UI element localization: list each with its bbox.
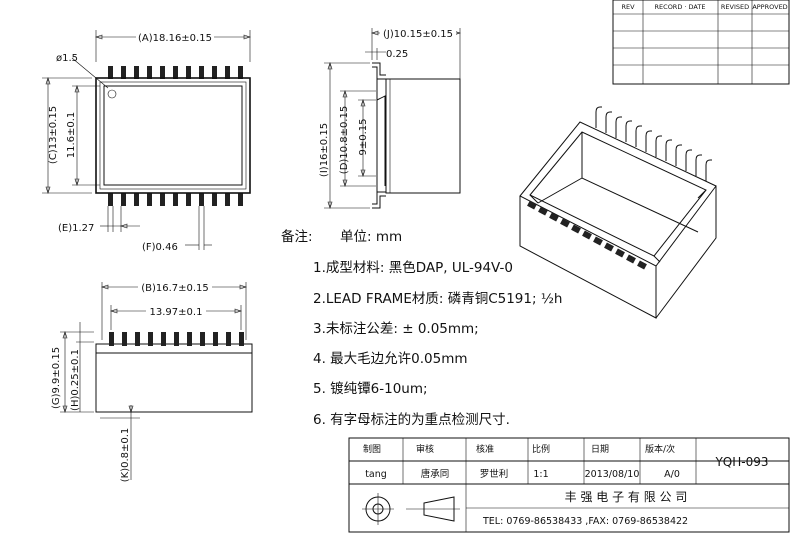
isometric-back-pins — [595, 106, 712, 181]
dim-b-label: (B)16.7±0.15 — [141, 283, 209, 294]
title-block: 制图 审核 核准 比例 日期 版本/次 tang 唐承同 罗世利 1:1 201… — [348, 437, 790, 533]
note-item: 6. 有字母标注的为重点检测尺寸. — [313, 412, 510, 428]
side-view: (J)10.15±0.15 0.25 (I)16±0.15 (D)10.8±0.… — [319, 27, 461, 209]
notes-unit: 单位: mm — [340, 229, 402, 245]
tb-value-approve: 罗世利 — [480, 468, 509, 480]
tb-value-draw: tang — [365, 469, 387, 480]
top-view-bottom-pins — [108, 193, 243, 206]
dim-i-label: (I)16±0.15 — [319, 123, 330, 177]
tb-value-scale: 1:1 — [533, 469, 548, 480]
isometric-front-pins — [527, 200, 647, 270]
tb-value-date: 2013/08/10 — [585, 469, 640, 480]
dim-c-label: (C)13±0.15 — [48, 106, 59, 164]
dim-9-label: 9±0.15 — [358, 118, 369, 155]
dim-a-label: (A)18.16±0.15 — [138, 33, 212, 44]
note-item: 1.成型材料: 黑色DAP, UL-94V-0 — [313, 259, 513, 276]
dim-1397-label: 13.97±0.1 — [150, 307, 203, 318]
tb-header-draw: 制图 — [363, 443, 381, 455]
tb-header-scale: 比例 — [532, 443, 550, 455]
company-contact: TEL: 0769-86538433 ,FAX: 0769-86538422 — [482, 516, 688, 527]
rev-header: REV — [621, 3, 635, 11]
projection-symbol-icon — [362, 493, 460, 525]
tb-header-date: 日期 — [591, 444, 609, 455]
note-item: 3.未标注公差: ± 0.05mm; — [313, 321, 479, 337]
front-view: (B)16.7±0.15 13.97±0.1 (G)9.9±0.15 (H)0.… — [51, 281, 253, 483]
dim-k-label: (K)0.8±0.1 — [120, 428, 131, 483]
notes: 备注: 单位: mm 1.成型材料: 黑色DAP, UL-94V-0 2.LEA… — [281, 228, 562, 428]
note-item: 5. 镀纯镡6-10um; — [313, 380, 428, 397]
note-item: 2.LEAD FRAME材质: 磷青铜C5191; ½h — [313, 291, 562, 307]
tb-header-approve: 核准 — [476, 443, 494, 455]
dim-inner-label: 11.6±0.1 — [66, 112, 77, 159]
company-name: 丰 强 电 子 有 限 公 司 — [565, 490, 688, 504]
part-number: YQH-093 — [714, 455, 768, 469]
notes-heading: 备注: — [281, 228, 313, 245]
note-item: 4. 最大毛边允许0.05mm — [313, 351, 468, 367]
isometric-view — [519, 106, 717, 319]
dim-thickness-label: 0.25 — [386, 49, 408, 60]
top-view-top-pins — [108, 66, 243, 79]
tb-value-check: 唐承同 — [421, 468, 450, 480]
dim-f-label: (F)0.46 — [142, 242, 178, 253]
top-view: (A)18.16±0.15 ø1.5 (C)13±0.15 11.6±0.1 (… — [42, 30, 251, 253]
dim-g-label: (G)9.9±0.15 — [51, 347, 62, 409]
front-view-pins — [109, 332, 244, 346]
dim-hole-label: ø1.5 — [56, 53, 78, 64]
dim-e-label: (E)1.27 — [58, 223, 94, 234]
tb-value-version: A/0 — [664, 469, 680, 480]
revised-header: REVISED — [721, 3, 749, 11]
dim-d-label: (D)10.8±0.15 — [339, 106, 350, 174]
dim-j-label: (J)10.15±0.15 — [383, 29, 453, 40]
record-date-header: RECORD · DATE — [655, 3, 706, 11]
dim-h-label: (H)0.25±0.1 — [70, 349, 81, 411]
tb-header-version: 版本/次 — [645, 443, 675, 455]
tb-header-check: 审核 — [416, 443, 434, 455]
approved-header: APPROVED — [752, 3, 787, 11]
revision-block: REV RECORD · DATE REVISED APPROVED — [612, 0, 790, 85]
